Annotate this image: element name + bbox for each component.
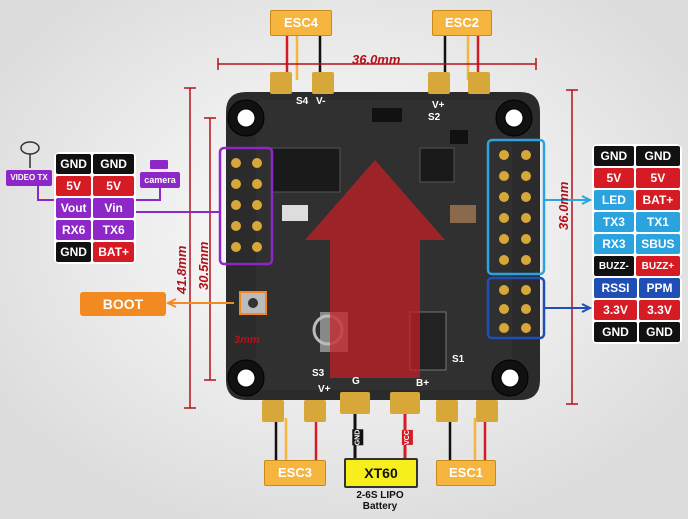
left-pinout-table: GND GND 5V 5V Vout Vin RX6 TX6 GND BAT+ (54, 152, 136, 264)
left-pinout-row: GND BAT+ (56, 242, 134, 262)
dimension-right: 36.0mm (556, 181, 571, 230)
right-pinout-row: 3.3V 3.3V (594, 300, 680, 320)
pin-cell: PPM (639, 278, 680, 298)
pad-label-bplus: B+ (416, 378, 430, 389)
battery-label-line1: 2-6S LIPO (356, 490, 404, 501)
pad-label-s1: S1 (452, 354, 465, 365)
left-pinout-row: 5V 5V (56, 176, 134, 196)
pad-label-s3: S3 (312, 368, 325, 379)
right-pinout-row: TX3 TX1 (594, 212, 680, 232)
pin-cell: BAT+ (635, 190, 680, 210)
pin-cell: TX6 (93, 220, 134, 240)
pad-label-vminus: V- (316, 96, 326, 107)
pin-cell: GND (639, 322, 680, 342)
dimension-left-outer: 41.8mm (174, 245, 189, 294)
right-header-pins (499, 150, 531, 333)
right-pinout-row: BUZZ- BUZZ+ (594, 256, 680, 276)
right-pinout-table-bottom: RSSI PPM 3.3V 3.3V GND GND (592, 276, 682, 344)
mounting-holes (227, 99, 533, 397)
pin-cell: 5V (56, 176, 92, 196)
battery-label-line2: Battery (362, 501, 398, 512)
pin-cell: LED (594, 190, 634, 210)
right-pinout-row: LED BAT+ (594, 190, 680, 210)
pin-cell: GND (594, 322, 638, 342)
esc2-label: ESC2 (432, 10, 492, 36)
pin-cell: Vout (56, 198, 92, 218)
left-header-pins (231, 158, 262, 252)
esc4-label: ESC4 (270, 10, 332, 36)
pin-cell: RSSI (594, 278, 638, 298)
pad-label-s2: S2 (428, 112, 441, 123)
pad-label-s4: S4 (296, 96, 309, 107)
video-tx-label: VIDEO TX (6, 170, 52, 186)
dimension-top: 36.0mm (352, 52, 401, 67)
vcc-wire-label: VCC (401, 430, 413, 445)
left-pinout-row: GND GND (56, 154, 134, 174)
pin-cell: GND (594, 146, 634, 166)
left-header-highlight (218, 146, 274, 266)
right-pinout-row: 5V 5V (594, 168, 680, 188)
right-pinout-row: RSSI PPM (594, 278, 680, 298)
right-pinout-row: GND GND (594, 322, 680, 342)
right-pinout-table-top: GND GND 5V 5V LED BAT+ TX3 TX1 RX3 SBUS … (592, 144, 682, 278)
xt60-connector-label: XT60 (344, 458, 418, 488)
pin-cell: GND (93, 154, 134, 174)
camera-label: camera (140, 172, 180, 188)
left-pinout-row: Vout Vin (56, 198, 134, 218)
esc1-label: ESC1 (436, 460, 496, 486)
right-pinout-row: GND GND (594, 146, 680, 166)
pin-cell: 3.3V (594, 300, 638, 320)
pin-cell: TX3 (594, 212, 634, 232)
pin-cell: GND (56, 154, 92, 174)
pin-cell: Vin (93, 198, 134, 218)
pad-label-vplus: V+ (432, 100, 445, 111)
boot-button-label: BOOT (80, 292, 166, 316)
pin-cell: GND (635, 146, 680, 166)
antenna-icon (20, 141, 40, 168)
pin-cell: SBUS (635, 234, 680, 254)
camera-icon (150, 160, 168, 169)
pin-cell: GND (56, 242, 92, 262)
dimension-lines (184, 58, 578, 409)
direction-arrow (305, 160, 445, 378)
pad-label-vplus-esc3: V+ (318, 384, 331, 395)
pad-label-g: G (352, 376, 360, 387)
esc3-label: ESC3 (264, 460, 326, 486)
pin-cell: 5V (635, 168, 680, 188)
pin-cell: 3.3V (639, 300, 680, 320)
pin-cell: BAT+ (93, 242, 134, 262)
pin-cell: 5V (93, 176, 134, 196)
gnd-wire-label: GND (352, 429, 364, 446)
pin-cell: TX1 (635, 212, 680, 232)
pin-cell: BUZZ- (594, 256, 634, 276)
dimension-hole: 3mm (234, 334, 260, 346)
left-pinout-row: RX6 TX6 (56, 220, 134, 240)
pin-cell: RX6 (56, 220, 92, 240)
esc-pads (262, 72, 498, 422)
pin-cell: BUZZ+ (635, 256, 680, 276)
right-header-top-highlight (486, 138, 546, 276)
right-pinout-row: RX3 SBUS (594, 234, 680, 254)
pin-cell: RX3 (594, 234, 634, 254)
pin-cell: 5V (594, 168, 634, 188)
dimension-left-inner: 30.5mm (196, 241, 211, 290)
